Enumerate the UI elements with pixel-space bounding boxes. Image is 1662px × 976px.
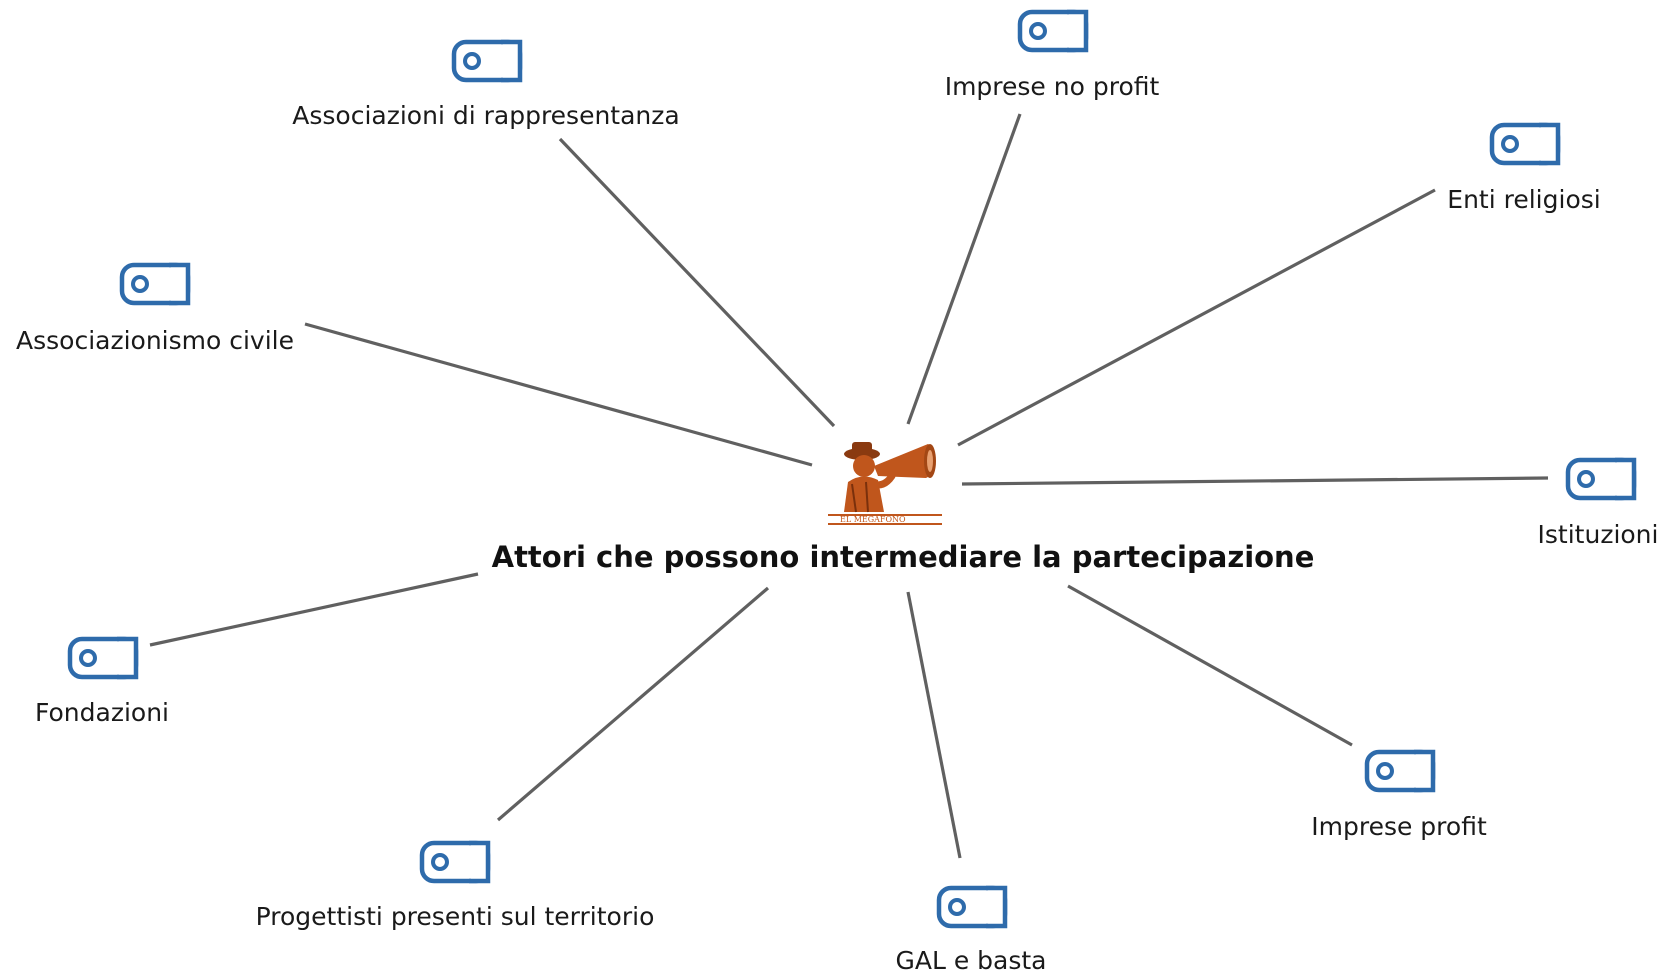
tag-icon[interactable] — [1489, 122, 1561, 166]
node-label-fondazioni[interactable]: Fondazioni — [35, 698, 169, 727]
node-label-progettisti[interactable]: Progettisti presenti sul territorio — [255, 902, 655, 931]
node-label-istituzioni[interactable]: Istituzioni — [1537, 520, 1659, 549]
node-label-imprese-no-profit[interactable]: Imprese no profit — [944, 72, 1160, 101]
logo-text: EL MEGAFONO — [840, 515, 906, 524]
connector-associazioni-rappresentanza — [558, 137, 836, 428]
tag-icon[interactable] — [451, 39, 523, 83]
tag-icon[interactable] — [1565, 457, 1637, 501]
node-label-gal[interactable]: GAL e basta — [895, 946, 1047, 975]
node-label-associazionismo-civile[interactable]: Associazionismo civile — [16, 326, 294, 355]
tag-icon[interactable] — [1364, 749, 1436, 793]
connector-lines — [149, 113, 1549, 859]
tag-icon[interactable] — [119, 262, 191, 306]
node-label-associazioni-rappresentanza[interactable]: Associazioni di rappresentanza — [292, 101, 680, 130]
el-megafono-logo: EL MEGAFONO — [822, 432, 948, 528]
tag-icon[interactable] — [419, 840, 491, 884]
tag-icon[interactable] — [67, 636, 139, 680]
central-topic-title[interactable]: Attori che possono intermediare la parte… — [491, 540, 1315, 574]
connector-enti-religiosi — [957, 188, 1436, 447]
connector-progettisti — [496, 586, 770, 822]
tag-icon[interactable] — [936, 885, 1008, 929]
node-label-imprese-profit[interactable]: Imprese profit — [1311, 812, 1487, 841]
connector-fondazioni — [149, 572, 479, 647]
connector-imprese-no-profit — [906, 113, 1022, 425]
tag-icon[interactable] — [1017, 9, 1089, 53]
connector-imprese-profit — [1067, 584, 1353, 747]
connector-associazionismo-civile — [304, 322, 813, 467]
connector-istituzioni — [961, 476, 1549, 486]
connector-gal — [906, 591, 962, 859]
node-label-enti-religiosi[interactable]: Enti religiosi — [1447, 185, 1601, 214]
